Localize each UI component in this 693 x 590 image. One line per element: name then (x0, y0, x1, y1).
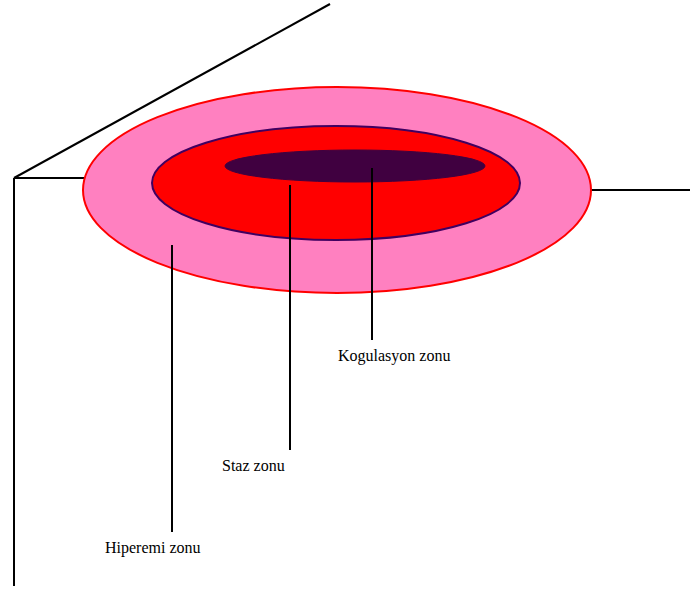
leader-line (171, 245, 173, 532)
leader-line (371, 168, 373, 340)
skin-surface-line (590, 189, 690, 191)
coagulation-zone (225, 150, 485, 182)
hyperemia-zone (83, 87, 591, 293)
skin-edge-line (13, 178, 15, 586)
stasis-zone (152, 126, 520, 240)
zone-label: Staz zonu (222, 456, 285, 476)
leader-line (289, 185, 291, 450)
zone-label: Hiperemi zonu (105, 538, 201, 558)
zone-label: Kogulasyon zonu (338, 346, 450, 366)
skin-surface-line (14, 177, 86, 179)
